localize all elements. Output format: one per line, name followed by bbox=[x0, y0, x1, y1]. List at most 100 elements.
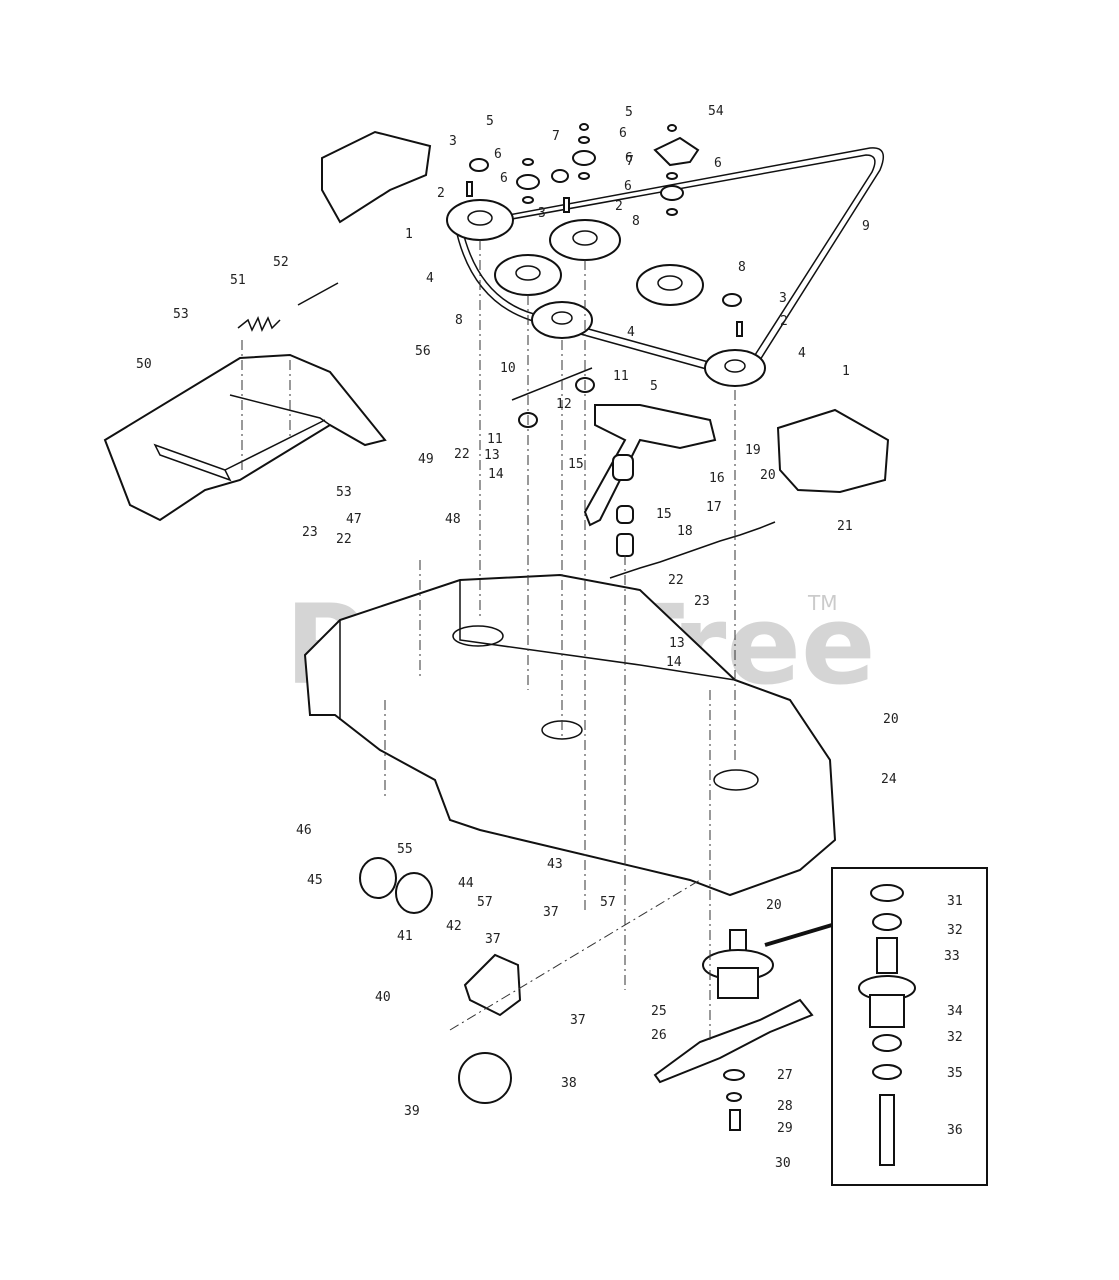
callout-10: 10 bbox=[500, 361, 516, 376]
callout-6: 6 bbox=[714, 156, 722, 171]
callout-14: 14 bbox=[666, 655, 682, 670]
callout-7: 7 bbox=[626, 154, 634, 169]
callout-22: 22 bbox=[336, 532, 352, 547]
callout-8: 8 bbox=[738, 260, 746, 275]
callout-6: 6 bbox=[494, 147, 502, 162]
callout-32: 32 bbox=[947, 1030, 963, 1045]
callout-13: 13 bbox=[484, 448, 500, 463]
callout-13: 13 bbox=[669, 636, 685, 651]
callout-18: 18 bbox=[677, 524, 693, 539]
callout-3: 3 bbox=[779, 291, 787, 306]
callout-52: 52 bbox=[273, 255, 289, 270]
anti-scalp-wheels[interactable] bbox=[359, 857, 512, 1104]
callout-1: 1 bbox=[405, 227, 413, 242]
callout-20: 20 bbox=[883, 712, 899, 727]
callout-2: 2 bbox=[615, 199, 623, 214]
callout-34: 34 bbox=[947, 1004, 963, 1019]
tension-spring[interactable] bbox=[609, 521, 776, 579]
belt-cover-right[interactable] bbox=[776, 408, 890, 494]
callout-53: 53 bbox=[173, 307, 189, 322]
idler-bracket[interactable] bbox=[511, 367, 593, 401]
callout-39: 39 bbox=[404, 1104, 420, 1119]
pulley-idler-center[interactable] bbox=[531, 301, 593, 339]
watermark-trademark: TM bbox=[807, 591, 837, 615]
callout-50: 50 bbox=[136, 357, 152, 372]
callout-37: 37 bbox=[543, 905, 559, 920]
callout-8: 8 bbox=[632, 214, 640, 229]
callout-14: 14 bbox=[488, 467, 504, 482]
idler-arm[interactable] bbox=[583, 404, 717, 527]
pulley-center-upper[interactable] bbox=[549, 219, 621, 261]
pulley-center-lower[interactable] bbox=[494, 254, 562, 296]
callout-4: 4 bbox=[627, 325, 635, 340]
callout-54: 54 bbox=[708, 104, 724, 119]
callout-23: 23 bbox=[694, 594, 710, 609]
callout-22: 22 bbox=[454, 447, 470, 462]
callout-15: 15 bbox=[568, 457, 584, 472]
discharge-chute[interactable] bbox=[103, 353, 387, 522]
callout-47: 47 bbox=[346, 512, 362, 527]
callout-17: 17 bbox=[706, 500, 722, 515]
callout-labels: 1122233344455566666677888910111112131314… bbox=[136, 104, 963, 1171]
chute-spring[interactable] bbox=[237, 316, 281, 332]
callout-51: 51 bbox=[230, 273, 246, 288]
alignment-lines bbox=[241, 240, 736, 1040]
callout-3: 3 bbox=[538, 206, 546, 221]
pulley-right[interactable] bbox=[636, 264, 704, 306]
callout-57: 57 bbox=[600, 895, 616, 910]
callout-46: 46 bbox=[296, 823, 312, 838]
callout-48: 48 bbox=[445, 512, 461, 527]
mower-blade[interactable] bbox=[653, 998, 814, 1084]
callout-49: 49 bbox=[418, 452, 434, 467]
callout-44: 44 bbox=[458, 876, 474, 891]
callout-5: 5 bbox=[486, 114, 494, 129]
callout-11: 11 bbox=[487, 432, 503, 447]
spindle-detail-inset bbox=[831, 867, 988, 1186]
callout-5: 5 bbox=[650, 379, 658, 394]
callout-33: 33 bbox=[944, 949, 960, 964]
spindle-assembly[interactable] bbox=[702, 929, 774, 999]
callout-43: 43 bbox=[547, 857, 563, 872]
callout-23: 23 bbox=[302, 525, 318, 540]
callout-28: 28 bbox=[777, 1099, 793, 1114]
callout-26: 26 bbox=[651, 1028, 667, 1043]
callout-41: 41 bbox=[397, 929, 413, 944]
wheel-bracket[interactable] bbox=[463, 953, 522, 1017]
chute-rod[interactable] bbox=[297, 282, 339, 306]
callout-5: 5 bbox=[625, 105, 633, 120]
callout-31: 31 bbox=[947, 894, 963, 909]
callout-2: 2 bbox=[437, 186, 445, 201]
callout-6: 6 bbox=[625, 151, 633, 166]
callout-25: 25 bbox=[651, 1004, 667, 1019]
callout-45: 45 bbox=[307, 873, 323, 888]
mower-deck-shell[interactable] bbox=[303, 573, 837, 897]
callout-8: 8 bbox=[455, 313, 463, 328]
callout-4: 4 bbox=[426, 271, 434, 286]
callout-1: 1 bbox=[842, 364, 850, 379]
callout-19: 19 bbox=[745, 443, 761, 458]
spindle-detail-parts bbox=[858, 884, 916, 1166]
belt-cover-left[interactable] bbox=[321, 130, 432, 224]
callout-15: 15 bbox=[656, 507, 672, 522]
pulley-idler-right[interactable] bbox=[704, 349, 766, 387]
callout-36: 36 bbox=[947, 1123, 963, 1138]
callout-3: 3 bbox=[449, 134, 457, 149]
callout-7: 7 bbox=[552, 129, 560, 144]
callout-27: 27 bbox=[777, 1068, 793, 1083]
callout-30: 30 bbox=[775, 1156, 791, 1171]
callout-21: 21 bbox=[837, 519, 853, 534]
callout-6: 6 bbox=[619, 126, 627, 141]
callout-37: 37 bbox=[570, 1013, 586, 1028]
callout-11: 11 bbox=[613, 369, 629, 384]
callout-2: 2 bbox=[780, 314, 788, 329]
callout-56: 56 bbox=[415, 344, 431, 359]
callout-16: 16 bbox=[709, 471, 725, 486]
callout-12: 12 bbox=[556, 397, 572, 412]
callout-6: 6 bbox=[500, 171, 508, 186]
callout-24: 24 bbox=[881, 772, 897, 787]
callout-6: 6 bbox=[624, 179, 632, 194]
pulley-left[interactable] bbox=[446, 199, 514, 241]
callout-55: 55 bbox=[397, 842, 413, 857]
callout-20: 20 bbox=[760, 468, 776, 483]
